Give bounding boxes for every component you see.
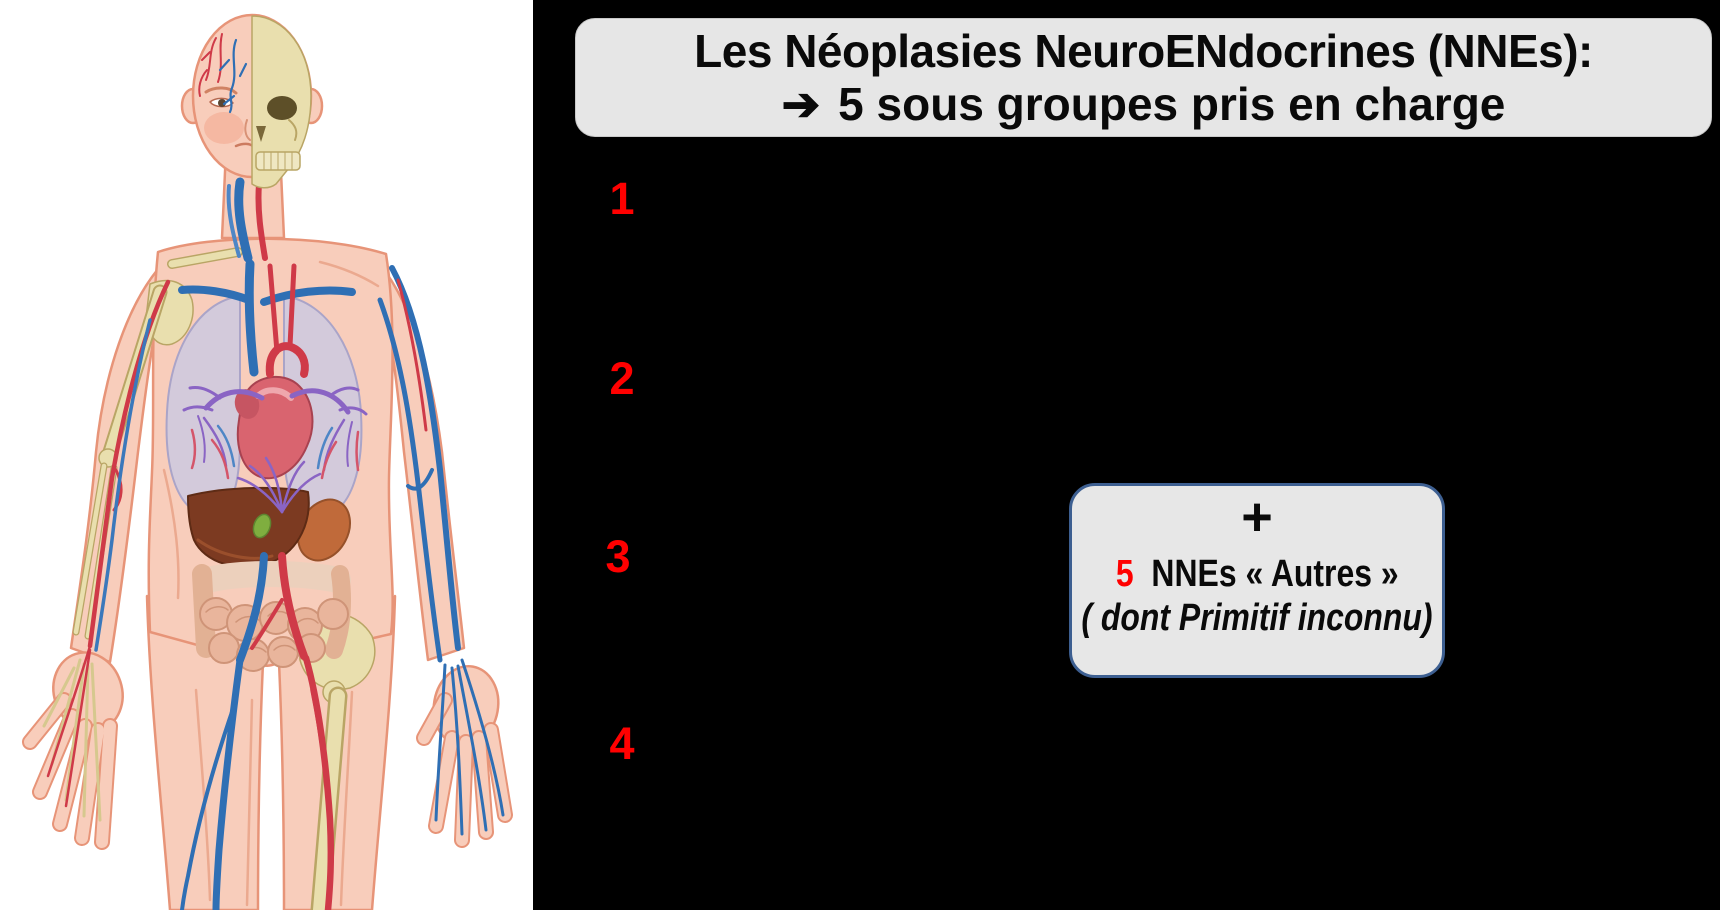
arrow-right-icon: ➔	[781, 77, 821, 130]
title-line-2-text: 5 sous groupes pris en charge	[838, 77, 1506, 130]
others-note: ( dont Primitif inconnu)	[1081, 597, 1433, 639]
anatomy-panel	[0, 0, 533, 910]
others-label-line: 5 NNEs « Autres »	[1116, 552, 1399, 596]
others-number: 5	[1115, 553, 1134, 595]
title-line-2: ➔ 5 sous groupes pris en charge	[782, 78, 1506, 131]
title-box: Les Néoplasies NeuroENdocrines (NNEs): ➔…	[575, 18, 1712, 137]
group-number-3: 3	[605, 531, 631, 582]
group-number-4: 4	[609, 718, 635, 769]
plus-sign: +	[1241, 487, 1273, 547]
others-label: NNEs « Autres »	[1151, 553, 1399, 595]
others-box: + 5 NNEs « Autres » ( dont Primitif inco…	[1069, 483, 1445, 678]
title-line-1: Les Néoplasies NeuroENdocrines (NNEs):	[694, 24, 1593, 77]
group-number-2: 2	[609, 353, 635, 404]
group-number-1: 1	[609, 173, 635, 224]
human-anatomy-illustration	[22, 13, 513, 910]
